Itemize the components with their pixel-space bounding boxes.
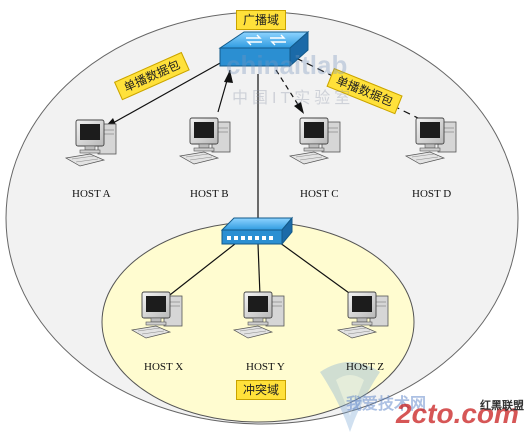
link-hub-host-z [275,239,357,299]
host-c-label: HOST C [300,188,339,200]
link-hub-host-x [165,239,241,299]
host-b-label: HOST B [190,188,229,200]
main-switch-icon [218,30,310,68]
arrow-head-host-c [294,102,304,114]
host-a-label: HOST A [72,188,111,200]
host-z-label: HOST Z [346,361,384,373]
watermark-figure-icon [320,362,380,432]
broadcast-domain-label: 广播域 [236,10,287,30]
collision-domain-label: 冲突域 [236,380,287,400]
link-switch-host-a [103,61,223,129]
host-y-label: HOST Y [246,361,285,373]
arrow-head-switch-b [224,70,233,83]
host-x-label: HOST X [144,361,184,373]
hub-icon [220,216,294,246]
link-hub-host-y [257,243,261,297]
host-d-label: HOST D [412,188,452,200]
